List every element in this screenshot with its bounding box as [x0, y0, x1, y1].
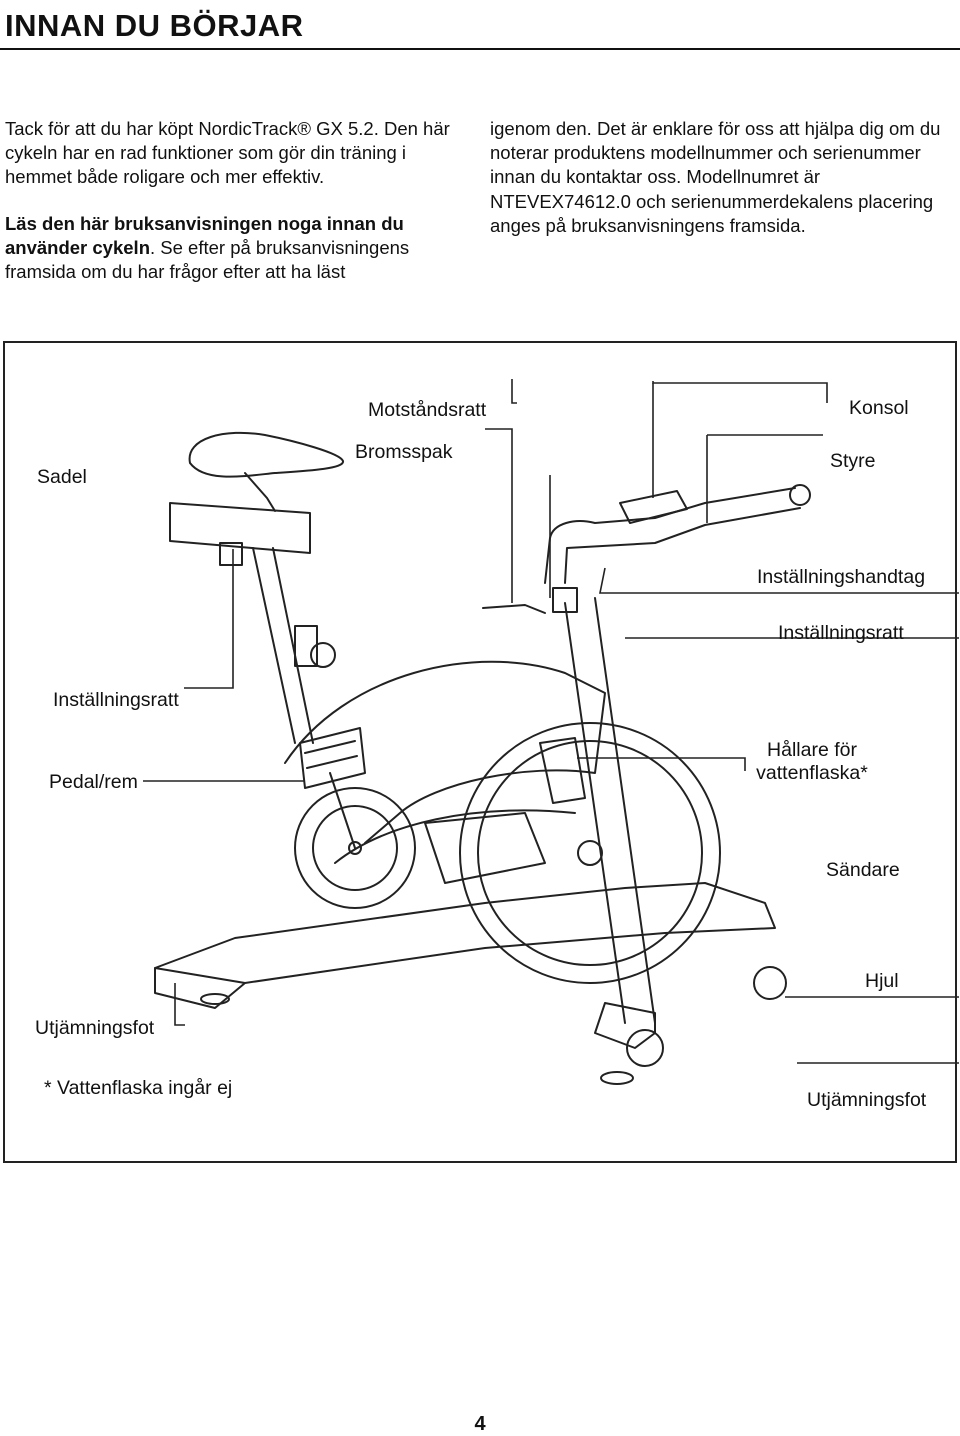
label-installningsratt-left: Inställningsratt [53, 689, 179, 711]
page-header: INNAN DU BÖRJAR [0, 0, 960, 50]
intro-paragraph-2-bold: Läs den här bruksanvisningen noga innan … [5, 212, 404, 258]
flywheel-inner [477, 740, 703, 966]
page-number: 4 [474, 1413, 486, 1435]
crank-arm [329, 772, 356, 849]
wheel-left [626, 1029, 664, 1067]
leader-konsol [652, 381, 828, 403]
label-pedal-rem: Pedal/rem [49, 771, 138, 793]
column-right [594, 597, 656, 1024]
intro-paragraph-1: Tack för att du har köpt NordicTrack® GX… [5, 118, 450, 188]
seat-post-right [272, 547, 314, 744]
intro-left-column: Tack för att du har köpt NordicTrack® GX… [5, 117, 467, 284]
leader-utjamningsfot-left [174, 983, 185, 1026]
seat-post-left [252, 547, 296, 744]
label-bromsspak: Bromsspak [355, 441, 453, 463]
label-styre: Styre [830, 450, 876, 472]
frame-window [424, 812, 546, 884]
saddle [188, 431, 344, 478]
saddle-post [244, 472, 276, 512]
front-foot [154, 967, 246, 1009]
label-hjul: Hjul [865, 970, 899, 992]
flywheel-outer [459, 722, 721, 984]
wheel-right [753, 966, 787, 1000]
header-rule [0, 48, 960, 50]
intro-paragraph-2-rest: . Se efter på bruksanvisningens framsida… [5, 236, 410, 283]
intro-right-column: igenom den. Det är enklare för oss att h… [490, 117, 952, 238]
label-utjamningsfot-right: Utjämningsfot [807, 1089, 927, 1111]
bike-illustration [143, 379, 959, 1085]
label-hallare-line1: Hållare för [767, 739, 857, 761]
label-utjamningsfot-left: Utjämningsfot [35, 1017, 155, 1039]
label-hallare: Hållare för vattenflaska* [737, 739, 887, 785]
brake-lever [482, 604, 546, 614]
leader-installningshandtag [599, 567, 959, 594]
crank-center [348, 841, 362, 855]
pedal [299, 727, 366, 789]
leveling-foot-right [600, 1071, 634, 1085]
page-title: INNAN DU BÖRJAR [5, 8, 304, 43]
leader-motstandsratt-top [511, 379, 517, 404]
leader-hallare [577, 757, 746, 771]
intro-paragraph-2: Läs den här bruksanvisningen noga innan … [5, 212, 467, 285]
rear-foot [594, 1002, 656, 1049]
leveling-foot-left [200, 993, 230, 1005]
label-sadel: Sadel [37, 466, 87, 488]
frame-inner [334, 809, 576, 864]
seat-rail-knob [219, 542, 243, 566]
frame-top [284, 660, 606, 844]
diagram-footnote: * Vattenflaska ingår ej [44, 1077, 233, 1099]
pedal-strap [304, 740, 358, 769]
bottle-holder [539, 737, 586, 804]
crank-inner [312, 805, 398, 891]
seat-rail [169, 502, 311, 554]
crank-outer [294, 787, 416, 909]
base-frame [154, 882, 776, 984]
label-installningsratt-right: Inställningsratt [778, 622, 904, 644]
label-hallare-line2: vattenflaska* [756, 762, 868, 784]
label-konsol: Konsol [849, 397, 909, 419]
resistance-knob [552, 587, 578, 613]
column-left [564, 602, 626, 1024]
label-installningshandtag: Inställningshandtag [757, 566, 926, 588]
handlebar-end [789, 484, 811, 506]
seat-adjust-knob [310, 642, 336, 668]
leader-motstandsratt [485, 428, 513, 603]
handlebar-bottom [564, 507, 801, 584]
seat-post-clamp [294, 625, 318, 667]
console [619, 490, 688, 524]
label-motstandsratt: Motståndsratt [368, 399, 487, 421]
leader-lines [143, 379, 959, 1064]
label-sandare: Sändare [826, 859, 900, 881]
intro-paragraph-3: igenom den. Det är enklare för oss att h… [490, 118, 941, 236]
leader-installningsratt-left [184, 549, 234, 689]
bike-diagram: Motståndsratt Konsol Sadel Bromsspak Sty… [3, 341, 959, 1163]
flywheel-hub [577, 840, 603, 866]
